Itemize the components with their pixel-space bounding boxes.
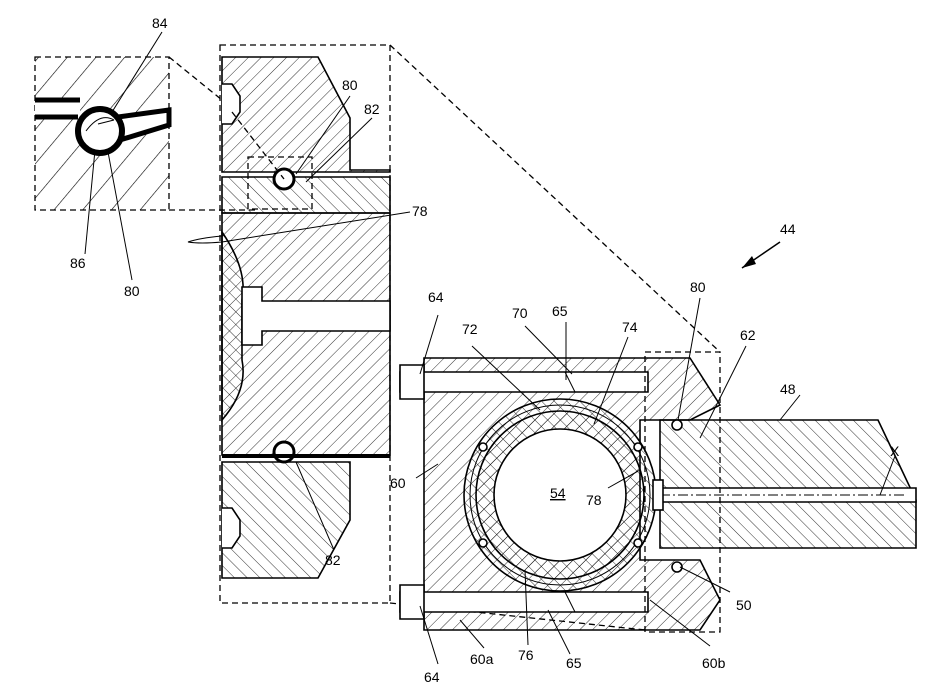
label-74: 74 [622,319,638,335]
label-80: 80 [342,77,358,93]
label-82: 82 [364,101,380,117]
label-60: 60 [390,475,406,491]
label-76: 76 [518,647,534,663]
label-65: 65 [566,655,582,671]
detail-inset [35,57,169,210]
label-60b: 60b [702,655,726,671]
label-44: 44 [780,221,796,237]
label-65: 65 [552,303,568,319]
label-86: 86 [70,255,86,271]
label-72: 72 [462,321,478,337]
label-80: 80 [690,279,706,295]
label-78: 78 [586,492,602,508]
label-80: 80 [124,283,140,299]
label-62: 62 [740,327,756,343]
label-60a: 60a [470,651,494,667]
label-48: 48 [780,381,796,397]
label-70: 70 [512,305,528,321]
label-78: 78 [412,203,428,219]
label-X: X [890,443,900,459]
label-54: 54 [550,485,566,501]
label-64: 64 [428,289,444,305]
enlarged-section [220,45,390,603]
label-50: 50 [736,597,752,613]
label-64: 64 [424,669,440,685]
assembly [400,352,916,632]
label-84: 84 [152,15,168,31]
label-82: 82 [325,552,341,568]
callout-line [169,57,222,100]
